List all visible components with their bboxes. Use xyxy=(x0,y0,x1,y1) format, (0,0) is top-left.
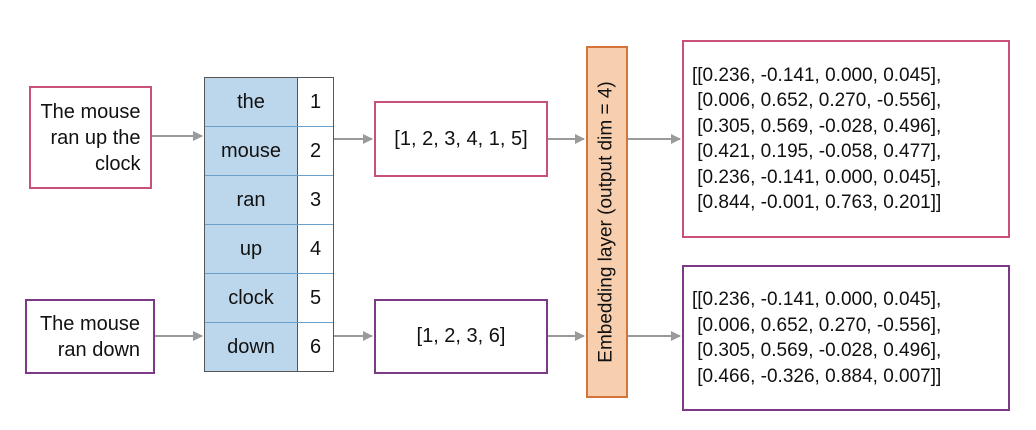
vocab-word: up xyxy=(205,225,298,273)
sentence-line: The mouse xyxy=(40,100,141,123)
vocab-index: 6 xyxy=(309,335,322,358)
vocab-row: mouse 2 xyxy=(205,127,333,176)
vocabulary-table: the 1 mouse 2 ran 3 up 4 clock 5 down 6 xyxy=(204,77,334,372)
vocab-index: 4 xyxy=(309,237,322,260)
embedding-layer: Embedding layer (output dim = 4) xyxy=(586,46,628,398)
vector-row: [[0.236, -0.141, 0.000, 0.045], xyxy=(692,289,942,310)
vector-row: [0.466, -0.326, 0.884, 0.007]] xyxy=(692,365,942,387)
vocab-row: the 1 xyxy=(205,78,333,127)
vector-row: [0.006, 0.652, 0.270, -0.556], xyxy=(692,90,942,111)
vocab-index: 1 xyxy=(309,90,322,113)
vocab-word: ran xyxy=(205,176,298,224)
vector-row: [0.844, -0.001, 0.763, 0.201]] xyxy=(692,192,942,213)
sentence-line: clock xyxy=(94,152,141,175)
vocab-word: down xyxy=(205,323,298,371)
vocab-index: 5 xyxy=(309,286,322,309)
sequence-text: [1, 2, 3, 6] xyxy=(416,325,506,347)
index-sequence-1: [1, 2, 3, 4, 1, 5] xyxy=(374,101,548,177)
sequence-text: [1, 2, 3, 4, 1, 5] xyxy=(394,127,528,150)
embedding-layer-label: Embedding layer (output dim = 4) xyxy=(596,81,617,363)
sentence-line: ran up the xyxy=(50,126,141,149)
vocab-row: clock 5 xyxy=(205,274,333,323)
sentence-line: The mouse xyxy=(39,312,141,335)
vector-row: [0.421, 0.195, -0.058, 0.477], xyxy=(692,141,942,162)
vocab-word: mouse xyxy=(205,127,298,175)
input-sentence-1: The mouse ran up the clock xyxy=(29,86,152,189)
vector-row: [0.006, 0.652, 0.270, -0.556], xyxy=(692,314,942,336)
vocab-row: down 6 xyxy=(205,323,333,371)
input-sentence-2: The mouse ran down xyxy=(25,299,155,374)
vector-row: [[0.236, -0.141, 0.000, 0.045], xyxy=(692,64,942,86)
vector-row: [0.305, 0.569, -0.028, 0.496], xyxy=(692,340,942,361)
vocab-row: up 4 xyxy=(205,225,333,274)
embedding-output-2: [[0.236, -0.141, 0.000, 0.045], [0.006, … xyxy=(682,265,1010,411)
vocab-word: clock xyxy=(205,274,298,322)
index-sequence-2: [1, 2, 3, 6] xyxy=(374,299,548,374)
vector-row: [0.236, -0.141, 0.000, 0.045], xyxy=(692,166,942,188)
sentence-line: ran down xyxy=(57,338,141,361)
embedding-output-1: [[0.236, -0.141, 0.000, 0.045], [0.006, … xyxy=(682,40,1010,238)
vocab-word: the xyxy=(205,78,298,126)
vocab-row: ran 3 xyxy=(205,176,333,225)
vocab-index: 3 xyxy=(309,188,322,211)
vocab-index: 2 xyxy=(309,139,322,162)
vector-row: [0.305, 0.569, -0.028, 0.496], xyxy=(692,115,942,137)
